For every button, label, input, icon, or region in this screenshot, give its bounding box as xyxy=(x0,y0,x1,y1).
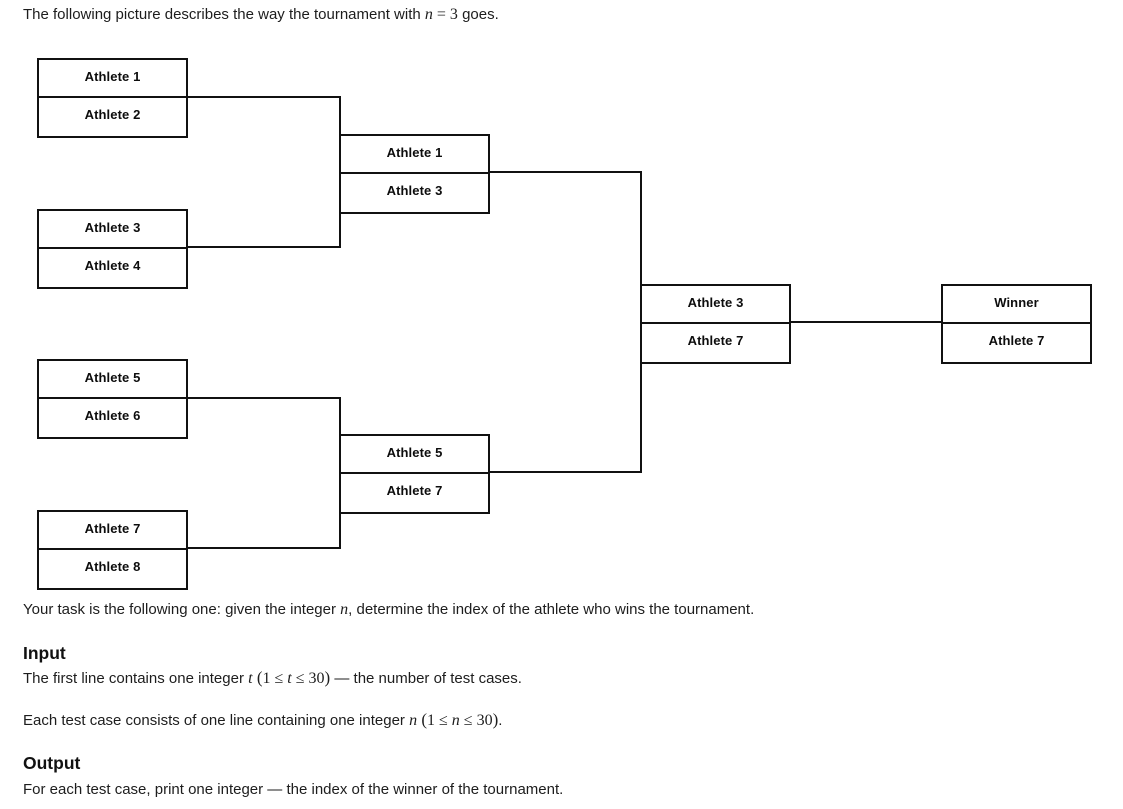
slot-r2-1-top: Athlete 1 xyxy=(341,136,488,174)
input-section-heading: Input xyxy=(23,643,66,663)
input-line1-leq-2: ≤ xyxy=(291,670,309,687)
input-line2-leq-1: ≤ xyxy=(435,712,452,729)
input-line1-paren-open: ( xyxy=(252,668,263,687)
match-box-r1-4: Athlete 7 Athlete 8 xyxy=(37,510,188,590)
match-box-r1-3: Athlete 5 Athlete 6 xyxy=(37,359,188,439)
match-box-r2-1: Athlete 1 Athlete 3 xyxy=(339,134,490,214)
tournament-bracket-diagram: Athlete 1 Athlete 2 Athlete 3 Athlete 4 … xyxy=(37,58,1092,590)
slot-winner-athlete: Athlete 7 xyxy=(988,333,1045,348)
intro-value-3: 3 xyxy=(449,6,458,23)
slot-r2-2-bottom: Athlete 7 xyxy=(386,483,443,498)
match-box-r1-2: Athlete 3 Athlete 4 xyxy=(37,209,188,289)
input-line2-upper-bound: 30 xyxy=(476,712,493,729)
slot-r3-1-top: Athlete 3 xyxy=(642,286,789,324)
input-line1-paren-close: ) xyxy=(324,668,331,687)
slot-r1-3-top: Athlete 5 xyxy=(39,361,186,399)
slot-r2-1-bottom: Athlete 3 xyxy=(386,183,443,198)
input-line2-paren-close: ) xyxy=(492,710,499,729)
slot-r2-2-top: Athlete 5 xyxy=(341,436,488,474)
slot-r1-1-top: Athlete 1 xyxy=(39,60,186,98)
intro-variable-n: n xyxy=(424,6,433,23)
input-line-2: Each test case consists of one line cont… xyxy=(23,710,502,731)
connector-r3-to-final-horizontal xyxy=(790,321,943,323)
task-variable-n: n xyxy=(340,601,349,618)
input-line1-variable-t-2: t xyxy=(287,670,292,687)
match-box-winner: Winner Athlete 7 xyxy=(941,284,1092,364)
slot-r1-1-bottom: Athlete 2 xyxy=(84,107,141,122)
intro-equals-sign: = xyxy=(432,6,450,23)
input-line1-lower-bound: 1 xyxy=(262,670,271,687)
output-line-1: For each test case, print one integer — … xyxy=(23,781,564,798)
slot-r1-3-bottom: Athlete 6 xyxy=(84,408,141,423)
intro-text-before: The following picture describes the way … xyxy=(23,6,425,23)
slot-winner-label: Winner xyxy=(943,286,1090,324)
input-line1-text-a: The first line contains one integer xyxy=(23,670,249,687)
slot-r1-2-bottom: Athlete 4 xyxy=(84,258,141,273)
input-line2-text-b: . xyxy=(498,712,503,729)
intro-sentence: The following picture describes the way … xyxy=(23,5,499,25)
connector-r2-upper-horizontal xyxy=(490,171,642,173)
input-line-1: The first line contains one integer t (1… xyxy=(23,668,522,689)
match-box-r1-1: Athlete 1 Athlete 2 xyxy=(37,58,188,138)
input-line2-leq-2: ≤ xyxy=(459,712,477,729)
intro-text-after: goes. xyxy=(457,6,499,23)
slot-r1-4-top: Athlete 7 xyxy=(39,512,186,550)
input-line2-text-a: Each test case consists of one line cont… xyxy=(23,712,410,729)
task-sentence: Your task is the following one: given th… xyxy=(23,600,754,620)
connector-r1-match2-horizontal xyxy=(188,246,341,248)
connector-r2-lower-horizontal xyxy=(490,471,642,473)
slot-r3-1-bottom: Athlete 7 xyxy=(687,333,744,348)
input-line1-upper-bound: 30 xyxy=(308,670,325,687)
input-line1-variable-t: t xyxy=(248,670,253,687)
input-line2-paren-open: ( xyxy=(417,710,427,729)
connector-r1-match1-horizontal xyxy=(188,96,341,98)
input-line2-variable-n: n xyxy=(409,712,418,729)
input-line1-leq-1: ≤ xyxy=(270,670,288,687)
input-line1-text-b: — the number of test cases. xyxy=(330,670,522,687)
slot-r1-4-bottom: Athlete 8 xyxy=(84,559,141,574)
match-box-r2-2: Athlete 5 Athlete 7 xyxy=(339,434,490,514)
input-line2-variable-n-2: n xyxy=(451,712,460,729)
input-line2-lower-bound: 1 xyxy=(427,712,435,729)
match-box-r3-1: Athlete 3 Athlete 7 xyxy=(640,284,791,364)
connector-r1-match4-horizontal xyxy=(188,547,341,549)
output-section-heading: Output xyxy=(23,753,81,773)
connector-r1-match3-horizontal xyxy=(188,397,341,399)
task-text-part1: Your task is the following one: given th… xyxy=(23,601,341,618)
task-text-part2: , determine the index of the athlete who… xyxy=(348,601,755,618)
slot-r1-2-top: Athlete 3 xyxy=(39,211,186,249)
